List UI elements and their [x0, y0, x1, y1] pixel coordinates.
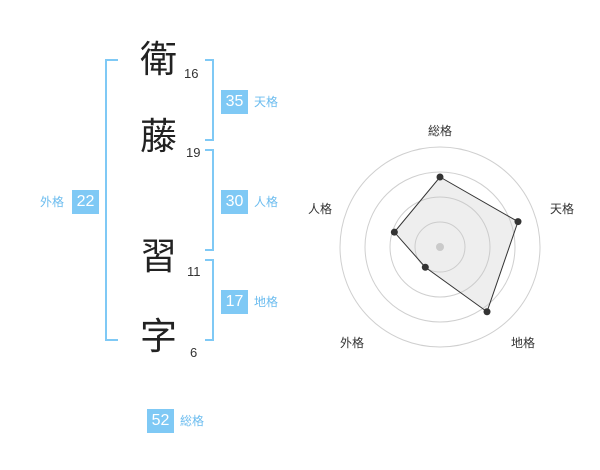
gaikaku-value: 22	[72, 190, 99, 214]
jinkaku-bracket	[205, 149, 214, 251]
name-char-3: 習	[140, 235, 177, 278]
name-char-2: 藤	[140, 115, 177, 158]
radar-axis-label-2: 天格	[550, 202, 575, 216]
tenkaku-bracket	[205, 59, 214, 141]
gaikaku-label: 外格	[40, 195, 65, 209]
radar-axis-label-4: 外格	[340, 336, 365, 350]
stroke-count-4: 6	[190, 345, 198, 360]
radar-grid-ring	[339, 146, 541, 348]
name-char-1: 衛	[140, 38, 177, 81]
radar-axis-label-5: 人格	[308, 202, 333, 216]
stroke-count-1: 16	[184, 66, 199, 81]
outer-bracket	[105, 59, 118, 341]
radar-grid-ring	[414, 221, 466, 273]
chikaku-value: 17	[221, 290, 248, 314]
radar-point-2	[514, 218, 522, 226]
radar-point-4	[421, 263, 429, 271]
radar-chart	[339, 146, 541, 348]
radar-center-dot	[436, 243, 444, 251]
chikaku-label: 地格	[254, 295, 279, 309]
radar-grid-ring	[364, 171, 516, 323]
name-char-4: 字	[140, 315, 177, 358]
soukaku-label: 総格	[180, 414, 205, 428]
radar-axis-label-3: 地格	[511, 336, 536, 350]
radar-series-polygon	[393, 176, 519, 313]
radar-axis-label-1: 総格	[428, 124, 453, 138]
radar-point-3	[483, 308, 491, 316]
tenkaku-label: 天格	[254, 95, 279, 109]
tenkaku-value: 35	[221, 90, 248, 114]
soukaku-value: 52	[147, 409, 174, 433]
stroke-count-3: 11	[187, 264, 201, 279]
radar-point-1	[436, 173, 444, 181]
jinkaku-label: 人格	[254, 195, 279, 209]
chikaku-bracket	[205, 259, 214, 341]
radar-grid-ring	[389, 196, 491, 298]
radar-point-5	[390, 228, 398, 236]
jinkaku-value: 30	[221, 190, 248, 214]
stroke-count-2: 19	[186, 145, 201, 160]
